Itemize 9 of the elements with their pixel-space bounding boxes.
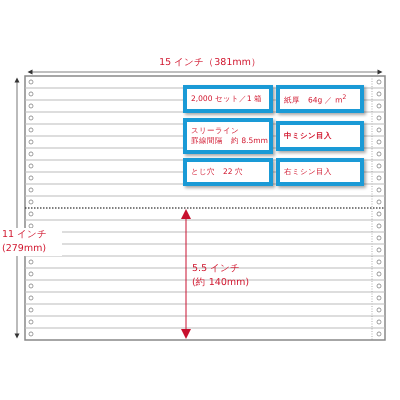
spec-box [183, 118, 273, 154]
spec-box [276, 85, 364, 113]
spec-box [183, 158, 273, 186]
dimension-label: 11 インチ (279mm) [2, 228, 62, 256]
spec-box [183, 85, 273, 113]
dimension-label: 5.5 インチ (約 140mm) [192, 262, 250, 290]
spec-box [276, 121, 364, 151]
spec-box [276, 158, 364, 186]
dimension-label: 15 インチ（381mm） [158, 56, 262, 70]
